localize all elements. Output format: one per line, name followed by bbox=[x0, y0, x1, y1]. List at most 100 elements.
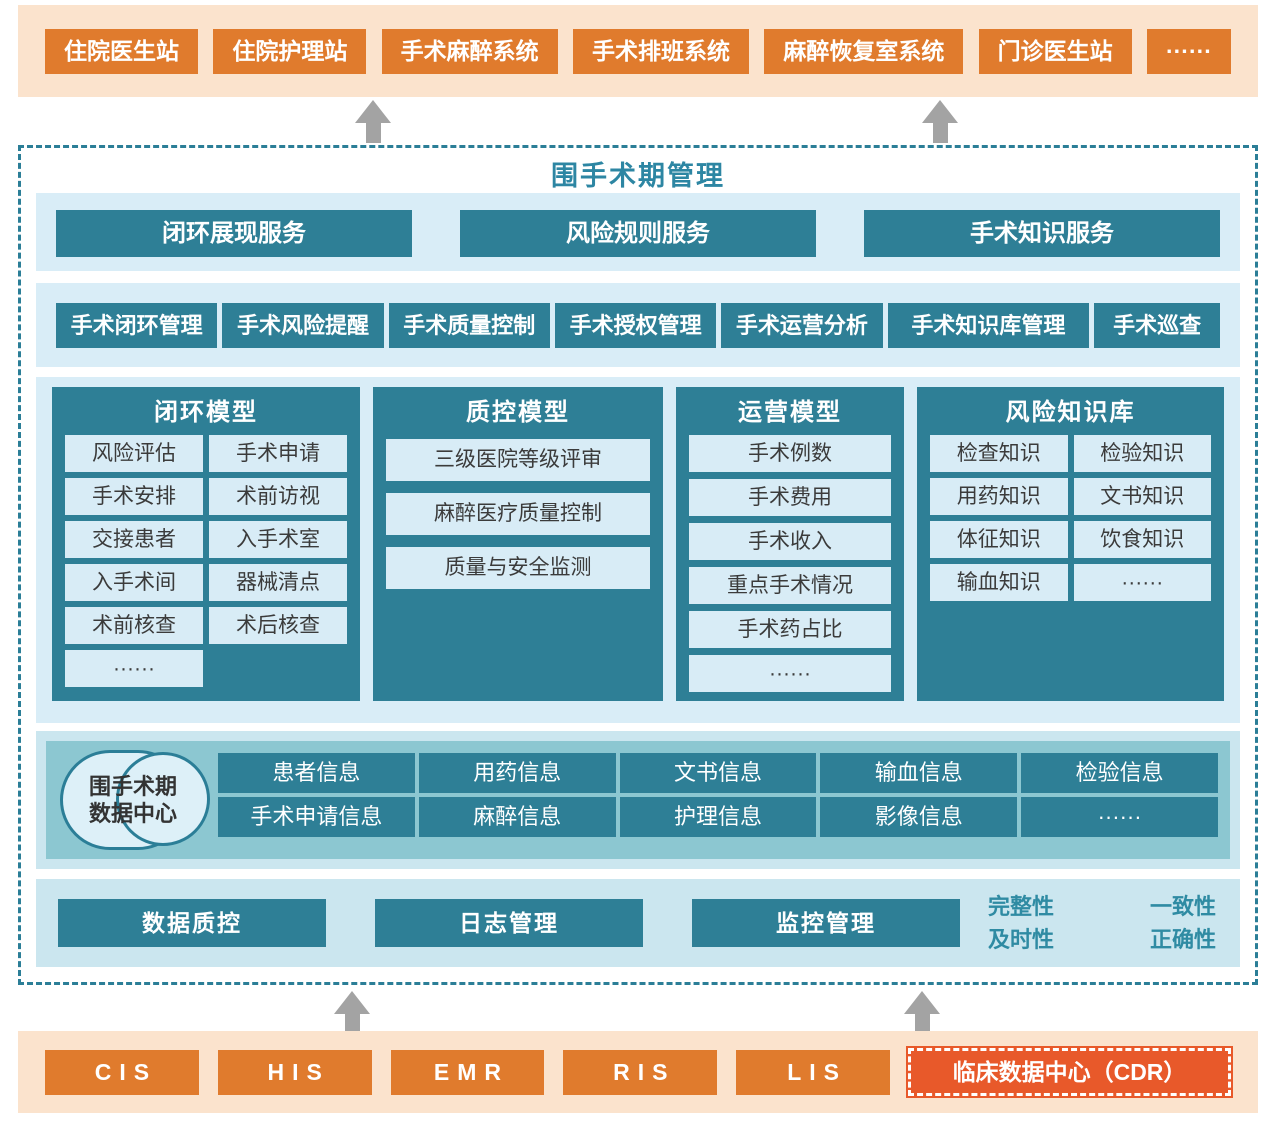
model-title: 风险知识库 bbox=[1005, 399, 1136, 426]
source-system-box: LIS bbox=[736, 1049, 890, 1095]
model-cell: 术后核查 bbox=[209, 607, 347, 644]
arrow-head bbox=[355, 100, 391, 123]
model-cell: ······ bbox=[1073, 564, 1211, 601]
governance-band: 数据质控 日志管理 监控管理 完整性 一致性 及时性 正确性 bbox=[36, 879, 1240, 967]
log-management-box: 日志管理 bbox=[375, 899, 643, 947]
model-cells: 手术例数手术费用手术收入重点手术情况手术药占比······ bbox=[689, 435, 891, 692]
data-center-cells: 患者信息用药信息文书信息输血信息检验信息 手术申请信息麻醉信息护理信息影像信息·… bbox=[218, 753, 1218, 841]
data-center-panel: 围手术期 数据中心 患者信息用药信息文书信息输血信息检验信息 手术申请信息麻醉信… bbox=[46, 741, 1230, 859]
function-box: 手术授权管理 bbox=[554, 303, 717, 348]
data-cell: 护理信息 bbox=[619, 797, 817, 837]
model-cell: 交接患者 bbox=[65, 521, 203, 558]
model-cell: 质量与安全监测 bbox=[386, 547, 650, 589]
model-cell: 输血知识 bbox=[930, 564, 1068, 601]
data-center-band: 围手术期 数据中心 患者信息用药信息文书信息输血信息检验信息 手术申请信息麻醉信… bbox=[36, 731, 1240, 869]
data-center-label: 围手术期 数据中心 bbox=[60, 750, 212, 850]
external-system-box: 手术麻醉系统 bbox=[381, 28, 558, 74]
arrow-stem bbox=[365, 123, 381, 143]
model-cell: 三级医院等级评审 bbox=[386, 439, 650, 481]
data-cell: 患者信息 bbox=[218, 753, 415, 793]
source-system-list: CIS HIS EMR RIS LIS bbox=[45, 1049, 890, 1095]
function-box: 手术闭环管理 bbox=[56, 303, 218, 348]
data-center-row2: 手术申请信息麻醉信息护理信息影像信息······ bbox=[218, 797, 1218, 837]
quality-consistency: 一致性 bbox=[1149, 894, 1216, 919]
model-cell: 体征知识 bbox=[930, 521, 1068, 558]
function-box: 手术质量控制 bbox=[388, 303, 550, 348]
arrow-head bbox=[334, 991, 370, 1014]
model-operations: 运营模型 手术例数手术费用手术收入重点手术情况手术药占比······ bbox=[676, 387, 904, 701]
function-box: 手术运营分析 bbox=[721, 303, 883, 348]
model-closed-loop: 闭环模型 风险评估手术申请手术安排术前访视交接患者入手术室入手术间器械清点术前核… bbox=[52, 387, 360, 701]
models-band: 闭环模型 风险评估手术申请手术安排术前访视交接患者入手术室入手术间器械清点术前核… bbox=[36, 377, 1240, 723]
data-cell: 用药信息 bbox=[418, 753, 616, 793]
service-box: 手术知识服务 bbox=[864, 210, 1220, 257]
quality-row: 及时性 正确性 bbox=[988, 923, 1216, 956]
source-systems-bottom-band: CIS HIS EMR RIS LIS 临床数据中心（CDR） bbox=[18, 1031, 1258, 1113]
model-cell: 检查知识 bbox=[930, 435, 1068, 472]
external-system-box: 手术排班系统 bbox=[572, 28, 749, 74]
model-quality-control: 质控模型 三级医院等级评审麻醉医疗质量控制质量与安全监测 bbox=[373, 387, 663, 701]
data-cell: 检验信息 bbox=[1021, 753, 1218, 793]
model-cell: 饮食知识 bbox=[1073, 521, 1211, 558]
model-cell: 手术费用 bbox=[689, 479, 891, 516]
data-quality-box: 数据质控 bbox=[58, 899, 326, 947]
external-system-box: 住院护理站 bbox=[213, 28, 367, 74]
up-arrow bbox=[904, 991, 940, 1034]
model-title: 质控模型 bbox=[466, 399, 570, 426]
model-cell: 手术安排 bbox=[65, 478, 203, 515]
external-system-box: 门诊医生站 bbox=[978, 28, 1132, 74]
label-line2: 数据中心 bbox=[88, 801, 177, 826]
circle-shape bbox=[116, 752, 210, 846]
quality-timeliness: 及时性 bbox=[988, 927, 1055, 952]
model-cell: 麻醉医疗质量控制 bbox=[386, 493, 650, 535]
source-system-box: RIS bbox=[563, 1049, 718, 1095]
model-cell: ······ bbox=[65, 650, 203, 687]
quality-row: 完整性 一致性 bbox=[988, 890, 1216, 923]
model-cell: 手术申请 bbox=[209, 435, 347, 472]
external-system-box: ······ bbox=[1146, 28, 1231, 74]
external-systems-top-band: 住院医生站住院护理站手术麻醉系统手术排班系统麻醉恢复室系统门诊医生站 ······ bbox=[18, 5, 1258, 97]
data-cell: 影像信息 bbox=[820, 797, 1018, 837]
model-cell: ······ bbox=[689, 655, 891, 692]
model-cell: 器械清点 bbox=[209, 564, 347, 601]
data-cell: 文书信息 bbox=[619, 753, 817, 793]
data-center-label-text: 围手术期 数据中心 bbox=[60, 750, 206, 850]
source-system-box: HIS bbox=[217, 1049, 372, 1095]
source-system-box: EMR bbox=[390, 1049, 545, 1095]
quality-completeness: 完整性 bbox=[988, 894, 1055, 919]
main-title: 围手术期管理 bbox=[551, 161, 725, 191]
model-cell: 文书知识 bbox=[1073, 478, 1211, 515]
data-cell: 麻醉信息 bbox=[418, 797, 616, 837]
source-system-box: CIS bbox=[45, 1049, 199, 1095]
clinical-data-repository-box: 临床数据中心（CDR） bbox=[908, 1048, 1231, 1096]
model-cell: 用药知识 bbox=[930, 478, 1068, 515]
up-arrow bbox=[922, 100, 958, 143]
arrow-stem bbox=[344, 1014, 360, 1034]
model-cell: 术前核查 bbox=[65, 607, 203, 644]
functions-band: 手术闭环管理手术风险提醒手术质量控制手术授权管理手术运营分析手术知识库管理手术巡… bbox=[36, 283, 1240, 367]
data-cell: ······ bbox=[1021, 797, 1218, 837]
service-box: 闭环展现服务 bbox=[56, 210, 412, 257]
model-cell: 入手术室 bbox=[209, 521, 347, 558]
arrow-head bbox=[904, 991, 940, 1014]
data-cell: 手术申请信息 bbox=[218, 797, 415, 837]
external-system-box: 麻醉恢复室系统 bbox=[764, 28, 964, 74]
service-box: 风险规则服务 bbox=[460, 210, 816, 257]
up-arrow bbox=[334, 991, 370, 1034]
model-cell: 手术例数 bbox=[689, 435, 891, 472]
function-box: 手术知识库管理 bbox=[887, 303, 1090, 348]
function-box: 手术风险提醒 bbox=[222, 303, 384, 348]
data-cell: 输血信息 bbox=[820, 753, 1018, 793]
model-title: 闭环模型 bbox=[154, 399, 258, 426]
model-cells: 检查知识检验知识用药知识文书知识体征知识饮食知识输血知识······ bbox=[930, 435, 1211, 601]
model-cell: 手术收入 bbox=[689, 523, 891, 560]
monitor-management-box: 监控管理 bbox=[692, 899, 960, 947]
model-title: 运营模型 bbox=[738, 399, 842, 426]
quality-attributes: 完整性 一致性 及时性 正确性 bbox=[988, 890, 1216, 956]
arrow-stem bbox=[932, 123, 948, 143]
model-risk-knowledge-base: 风险知识库 检查知识检验知识用药知识文书知识体征知识饮食知识输血知识······ bbox=[917, 387, 1224, 701]
model-cell: 入手术间 bbox=[65, 564, 203, 601]
function-box: 手术巡查 bbox=[1094, 303, 1221, 348]
external-system-box: 住院医生站 bbox=[45, 28, 198, 74]
services-band: 闭环展现服务 风险规则服务 手术知识服务 bbox=[36, 193, 1240, 271]
